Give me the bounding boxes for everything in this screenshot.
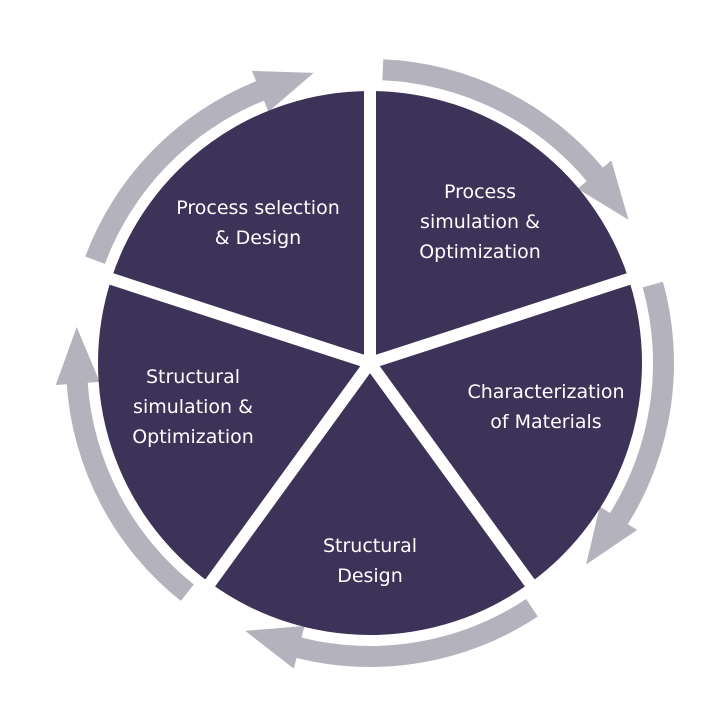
label-line: of Materials <box>490 411 601 433</box>
separator-2 <box>365 359 566 630</box>
center-hub <box>363 356 377 370</box>
label-process-simulation-optimization: Process simulation & Optimization <box>419 181 541 263</box>
arrow-ring <box>55 59 674 669</box>
label-line: Structural <box>323 535 417 557</box>
segment-structural-design <box>210 363 530 635</box>
label-line: Characterization <box>467 381 624 403</box>
label-line: Optimization <box>132 426 254 448</box>
separator-4 <box>59 256 372 369</box>
separator-1 <box>368 256 681 369</box>
separator-3 <box>174 359 375 630</box>
ring-arrow-process-selection-design <box>382 59 629 220</box>
label-line: Optimization <box>419 241 541 263</box>
label-line: Design <box>337 565 403 587</box>
label-structural-simulation-optimization: Structural simulation & Optimization <box>132 366 254 448</box>
segment-structural-simulation-optimization <box>97 278 370 584</box>
segment-labels: Process selection & Design Process simulati… <box>132 181 624 587</box>
label-characterization-of-materials: Characterization of Materials <box>467 381 624 433</box>
ring-arrow-structural-design <box>55 326 194 601</box>
segment-characterization-of-materials <box>370 278 643 584</box>
ring-arrow-characterization-of-materials <box>245 598 538 669</box>
label-line: Process selection <box>176 197 340 219</box>
ring-arrow-process-simulation-optimization <box>586 281 674 565</box>
ring-arrow-structural-simulation-optimization <box>85 70 314 264</box>
label-line: simulation & <box>133 396 253 418</box>
label-process-selection-design: Process selection & Design <box>176 197 340 249</box>
label-line: Process <box>444 181 516 203</box>
label-line: simulation & <box>420 211 540 233</box>
label-line: & Design <box>215 227 301 249</box>
label-line: Structural <box>146 366 240 388</box>
segment-separators <box>59 38 681 630</box>
